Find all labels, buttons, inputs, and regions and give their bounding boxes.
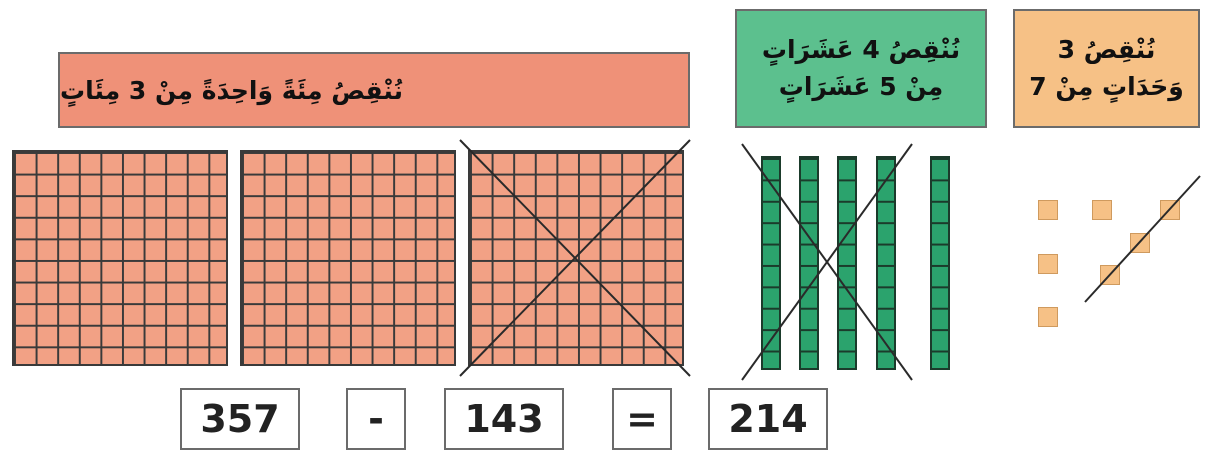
unit-cube	[1092, 200, 1112, 220]
equals-sign-box: =	[612, 388, 672, 450]
hundreds-instruction-text: نُنْقِصُ مِئَةً وَاحِدَةً مِنْ 3 مِئَاتٍ	[60, 76, 403, 105]
result-value: 214	[728, 397, 807, 441]
unit-cube	[1038, 254, 1058, 274]
hundred-flat	[12, 150, 228, 366]
ten-rod-crossed	[837, 156, 857, 370]
equals-sign: =	[626, 397, 658, 441]
units-instruction-banner: نُنْقِصُ 3 وَحَدَاتٍ مِنْ 7	[1013, 9, 1200, 128]
minuend-box: 357	[180, 388, 300, 450]
ten-rod-crossed	[799, 156, 819, 370]
unit-cube	[1038, 307, 1058, 327]
subtrahend-box: 143	[444, 388, 564, 450]
minus-sign: -	[368, 397, 384, 441]
units-instruction-line-1: نُنْقِصُ 3	[1058, 32, 1156, 68]
hundreds-instruction-banner: نُنْقِصُ مِئَةً وَاحِدَةً مِنْ 3 مِئَاتٍ	[58, 52, 690, 128]
tens-instruction-line-1: نُنْقِصُ 4 عَشَرَاتٍ	[762, 32, 960, 68]
unit-cube-crossed	[1160, 200, 1180, 220]
ten-rod-crossed	[876, 156, 896, 370]
tens-instruction-line-2: مِنْ 5 عَشَرَاتٍ	[779, 69, 944, 105]
minus-sign-box: -	[346, 388, 406, 450]
unit-cube	[1038, 200, 1058, 220]
ten-rod	[930, 156, 950, 370]
unit-cube-crossed	[1130, 233, 1150, 253]
units-instruction-line-2: وَحَدَاتٍ مِنْ 7	[1029, 69, 1183, 105]
hundred-flat	[240, 150, 456, 366]
unit-cube-crossed	[1100, 265, 1120, 285]
minuend-value: 357	[200, 397, 279, 441]
subtrahend-value: 143	[464, 397, 543, 441]
tens-instruction-banner: نُنْقِصُ 4 عَشَرَاتٍ مِنْ 5 عَشَرَاتٍ	[735, 9, 987, 128]
hundred-flat-crossed	[468, 150, 684, 366]
result-box: 214	[708, 388, 828, 450]
ten-rod-crossed	[761, 156, 781, 370]
